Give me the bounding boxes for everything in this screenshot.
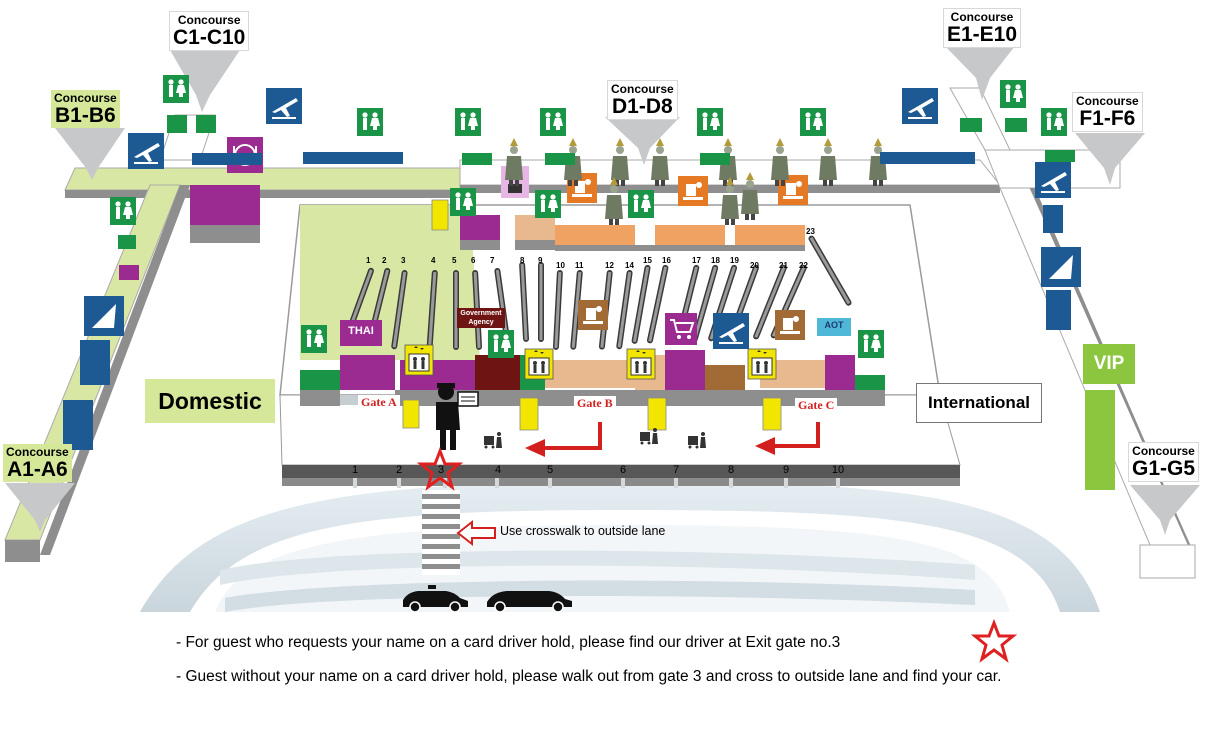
concourse-a-line2: A1-A6 [7,458,68,481]
counter-number: 19 [730,256,739,265]
concourse-g-line2: G1-G5 [1132,457,1196,480]
vip-sign [1083,344,1135,384]
exit-gate-number: 10 [831,464,845,476]
counter-number: 8 [520,256,525,265]
crosswalk-arrow-icon [456,519,496,547]
counter-number: 15 [643,256,652,265]
legend-star-icon [970,618,1018,663]
counter-number: 9 [538,256,543,265]
gate-areas [45,115,1115,490]
exit-gate-number: 7 [672,464,680,476]
gate-c-label: Gate C [795,398,838,413]
limousine-icon [487,591,572,613]
exit-direction-arrows [540,422,820,450]
exit-gate-number: 6 [619,464,627,476]
concourse-g-line1: Concourse [1132,444,1195,458]
concourse-pointers [5,46,1200,535]
crosswalk-note: Use crosswalk to outside lane [500,524,666,538]
concourse-d-label: Concourse D1-D8 [607,80,678,120]
concourse-f-label: Concourse F1-F6 [1072,92,1143,132]
road [140,482,1100,612]
concourse-b-line2: B1-B6 [55,104,116,127]
counter-number: 22 [799,261,808,270]
concourse-b-line1: Concourse [54,91,117,105]
concourse-e-label: Concourse E1-E10 [943,8,1022,48]
counter-number: 2 [382,256,387,265]
counter-number: 17 [692,256,701,265]
counter-number: 14 [625,261,634,270]
concourse-c-label: Concourse C1-C10 [169,11,250,51]
domestic-zone-label: Domestic [145,379,275,423]
aot-label: AOT [824,320,844,330]
government-agency-sign: Government Agency [457,308,505,328]
counter-number: 12 [605,261,614,270]
gate-a-label: Gate A [358,395,400,410]
shopping-cart-icon [665,313,697,345]
counter-number: 3 [401,256,406,265]
counter-number: 6 [471,256,476,265]
aot-board [817,318,851,336]
concourse-e-line1: Concourse [950,10,1014,24]
concourse-c-line1: Concourse [177,13,241,27]
international-zone-label: International [916,383,1042,423]
exit-gate-number: 9 [782,464,790,476]
concourse-a-line1: Concourse [6,445,69,459]
driver-name-card-icon [436,383,479,450]
concourse-d-line1: Concourse [611,82,674,96]
vip-label: VIP [1093,353,1125,374]
counter-number: 10 [556,261,565,270]
star-icon [416,446,464,491]
crosswalk [422,490,460,575]
gate-b-label: Gate B [574,396,616,411]
counter-number: 23 [806,227,815,236]
arrow-heads [525,437,775,457]
thai-label: THAI [348,325,374,337]
counter-number: 1 [366,256,371,265]
concourse-e-line2: E1-E10 [947,23,1018,46]
counter-number: 11 [575,261,584,270]
exit-gate-number: 4 [494,464,502,476]
counter-number: 4 [431,256,436,265]
exit-gate-number-highlighted: 3 [437,464,445,476]
exit-gate-number: 1 [351,464,359,476]
concourse-g-label: Concourse G1-G5 [1128,442,1200,482]
note-name-card: - For guest who requests your name on a … [176,634,841,651]
concourse-d-line2: D1-D8 [612,95,673,118]
taxi-icon [403,585,468,613]
concourse-a-label: Concourse A1-A6 [3,444,72,482]
exit-gate-number: 8 [727,464,735,476]
exit-gate-number: 5 [546,464,554,476]
counter-number: 16 [662,256,671,265]
thai-airways-board [340,320,382,346]
concourse-c-line2: C1-C10 [173,26,246,49]
counter-number: 21 [779,261,788,270]
escalator-markers [402,199,782,431]
concourse-f-line1: Concourse [1076,94,1139,108]
exit-gate-number: 2 [395,464,403,476]
note-no-name-card: - Guest without your name on a card driv… [176,668,1002,685]
counter-number: 7 [490,256,495,265]
counter-number: 18 [711,256,720,265]
concourse-b-label: Concourse B1-B6 [51,90,120,128]
counter-number: 20 [750,261,759,270]
counter-number: 5 [452,256,457,265]
concourse-f-line2: F1-F6 [1079,107,1136,130]
